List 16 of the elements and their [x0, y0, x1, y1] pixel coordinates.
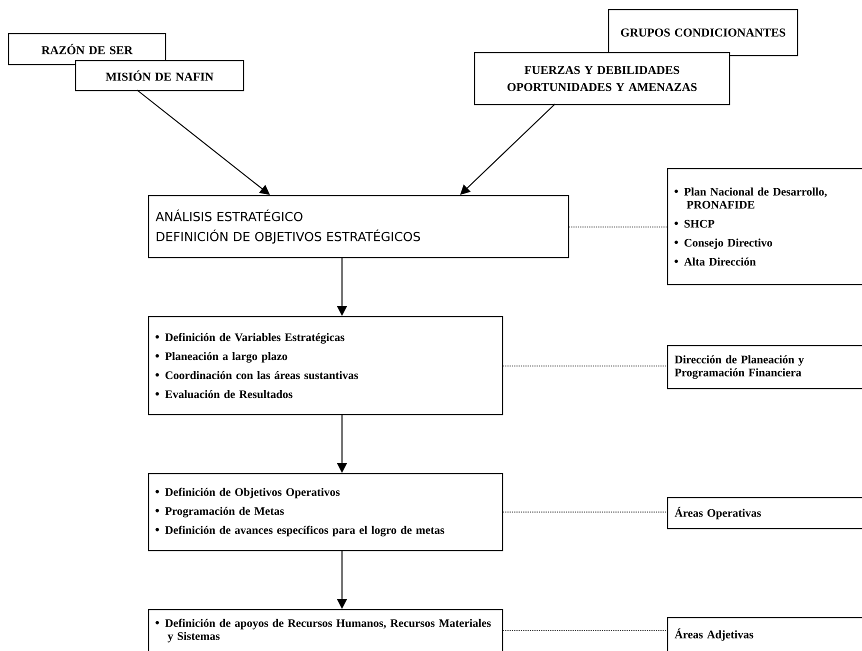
process-box: Áreas Adjetivas: [667, 617, 862, 651]
process-box: GRUPOS CONDICIONANTES: [608, 9, 798, 56]
process-box: Definición de Variables Estratégicas Planeación a largo plazo Coordinación con las áreas sustantivas Evaluación de Resultados: [148, 316, 504, 416]
process-box: FUERZAS Y DEBILIDADES OPORTUNIDADES Y AMENAZAS: [474, 52, 730, 106]
process-box: Dirección de Planeación y Programación Financiera: [667, 345, 862, 390]
process-box: Áreas Operativas: [667, 497, 862, 530]
process-box: Definición de apoyos de Recursos Humanos, Recursos Materiales y Sistemas: [148, 609, 504, 651]
process-box: Plan Nacional de Desarrollo, PRONAFIDE SHCP Consejo Directivo Alta Dirección: [667, 168, 862, 286]
process-box: MISIÓN DE NAFIN: [75, 60, 244, 92]
process-box: ANÁLISIS ESTRATÉGICO DEFINICIÓN DE OBJETIVOS ESTRATÉGICOS: [148, 195, 570, 258]
arrow: [136, 90, 270, 195]
connector-line: [502, 630, 668, 631]
process-box: Definición de Objetivos Operativos Programación de Metas Definición de avances específicos para el logro de metas: [148, 473, 504, 552]
process-box: RAZÓN DE SER: [8, 33, 166, 66]
connector-line: [568, 226, 668, 228]
arrow: [460, 104, 556, 195]
